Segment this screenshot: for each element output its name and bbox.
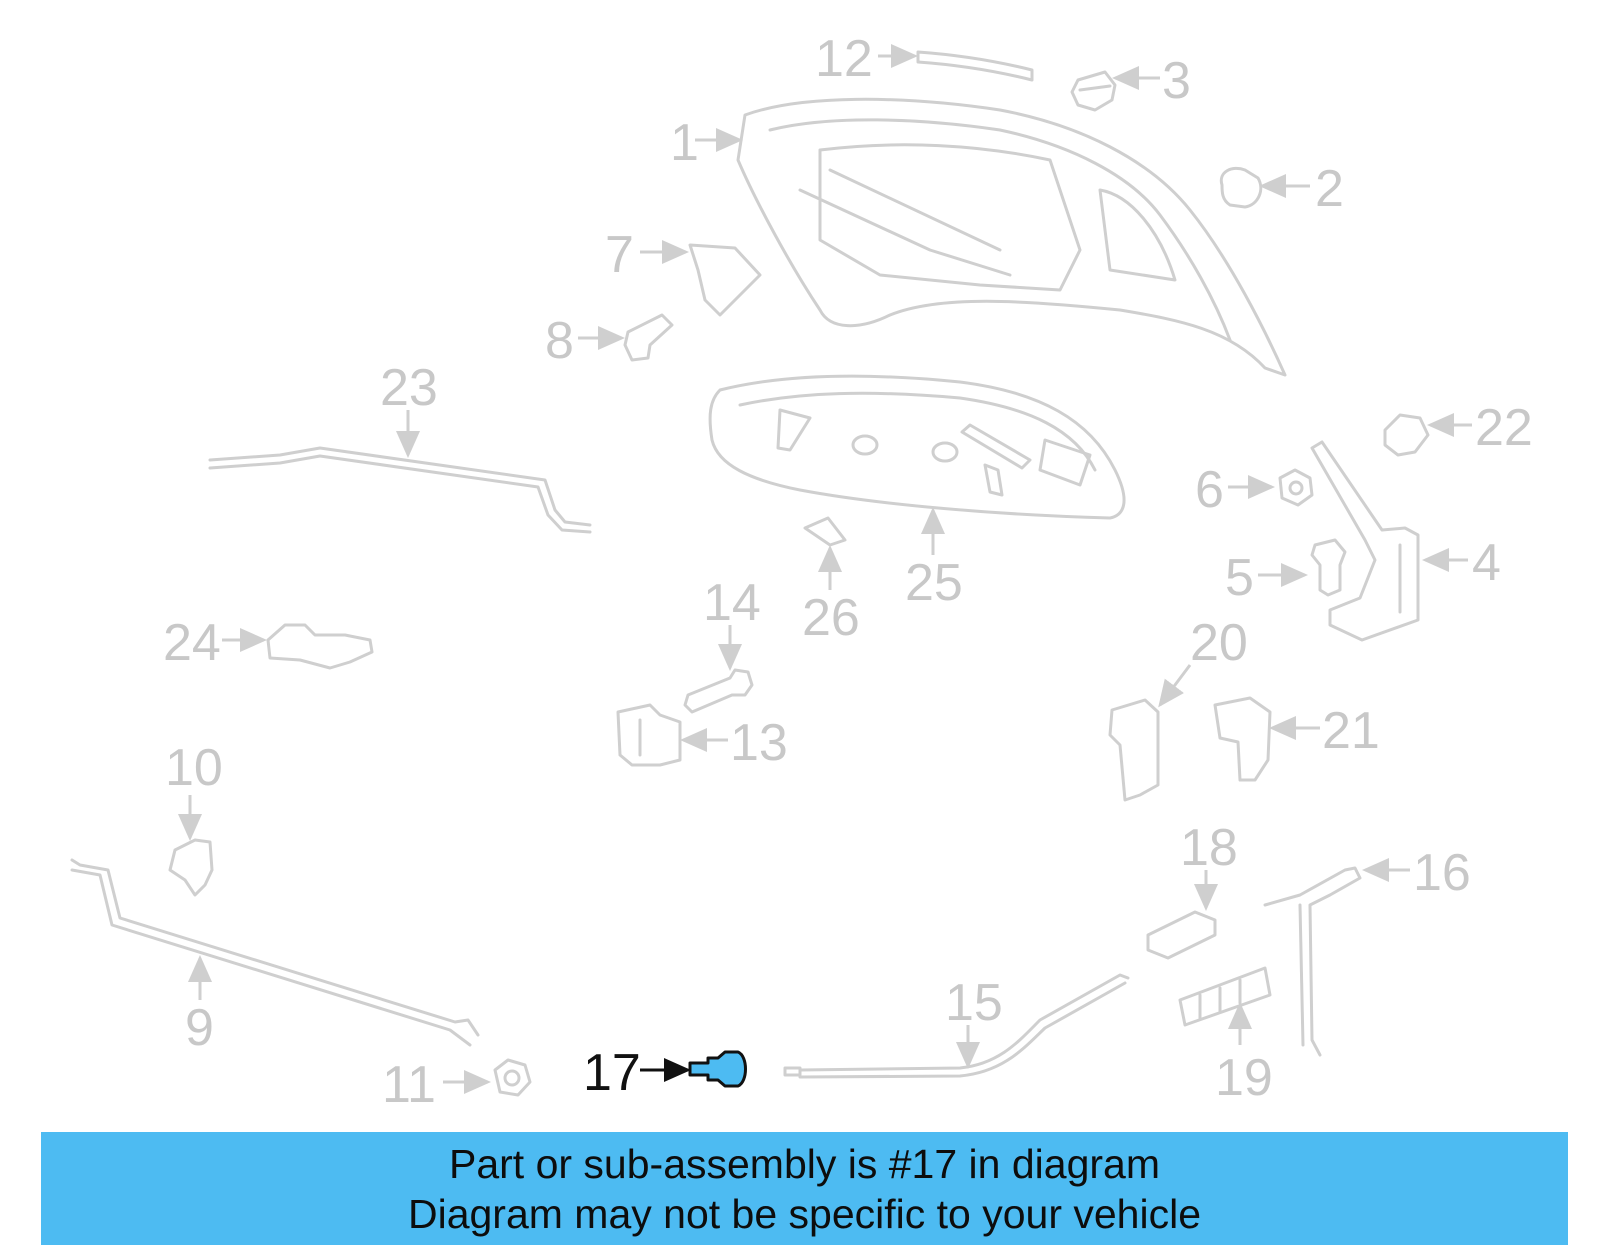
part-21-bracket [1213, 696, 1272, 782]
callout-19: 19 [1215, 1049, 1273, 1107]
callout-2: 2 [1315, 160, 1344, 218]
callout-7: 7 [605, 226, 634, 284]
callout-15: 15 [945, 974, 1003, 1032]
part-13-latch [616, 703, 682, 767]
callout-1: 1 [670, 114, 699, 172]
part-23-prop-rod [208, 446, 592, 534]
info-banner: Part or sub-assembly is #17 in diagram D… [41, 1132, 1568, 1245]
callout-5: 5 [1225, 549, 1254, 607]
part-12-seal [916, 50, 1034, 82]
callout-11: 11 [382, 1056, 436, 1114]
part-25-insulator [708, 374, 1126, 520]
part-16-cable [1263, 866, 1362, 1057]
part-22-cap [1383, 413, 1430, 457]
part-11-nut [493, 1058, 532, 1097]
callout-6: 6 [1195, 461, 1224, 519]
callout-12: 12 [815, 30, 873, 88]
part-18-guide [1146, 910, 1217, 960]
part-4-hinge [1310, 440, 1420, 642]
part-24-bracket [266, 623, 374, 670]
part-5-bolt [1310, 538, 1347, 597]
callout-24: 24 [163, 614, 221, 672]
callout-21: 21 [1322, 702, 1380, 760]
part-6-nut [1278, 468, 1314, 507]
part-7-bracket [688, 243, 762, 317]
part-8-bolt [623, 313, 674, 362]
callout-13: 13 [730, 714, 788, 772]
part-10-clip [168, 838, 214, 897]
callout-4: 4 [1472, 534, 1501, 592]
part-3-clip [1070, 70, 1117, 112]
callout-3: 3 [1162, 52, 1191, 110]
callout-17: 17 [583, 1044, 641, 1102]
part-17-release-handle[interactable] [688, 1050, 747, 1088]
callout-25: 25 [905, 554, 963, 612]
callout-14: 14 [703, 574, 761, 632]
callout-8: 8 [545, 312, 574, 370]
callout-22: 22 [1475, 399, 1533, 457]
part-1-hood [736, 97, 1287, 377]
callout-9: 9 [185, 999, 214, 1057]
banner-line-1: Part or sub-assembly is #17 in diagram [449, 1140, 1160, 1187]
callout-20: 20 [1190, 614, 1248, 672]
part-14-bolt [683, 668, 754, 714]
banner-line-2: Diagram may not be specific to your vehi… [407, 1190, 1201, 1237]
part-9-support-rod [70, 858, 480, 1047]
callout-26: 26 [802, 589, 860, 647]
part-20-bracket [1108, 698, 1160, 802]
part-19-guide [1178, 966, 1272, 1027]
callout-18: 18 [1180, 819, 1238, 877]
part-26-clip [803, 516, 847, 547]
callout-23: 23 [380, 359, 438, 417]
callout-10: 10 [165, 739, 223, 797]
part-2-bumper [1219, 166, 1263, 209]
callout-16: 16 [1413, 844, 1471, 902]
